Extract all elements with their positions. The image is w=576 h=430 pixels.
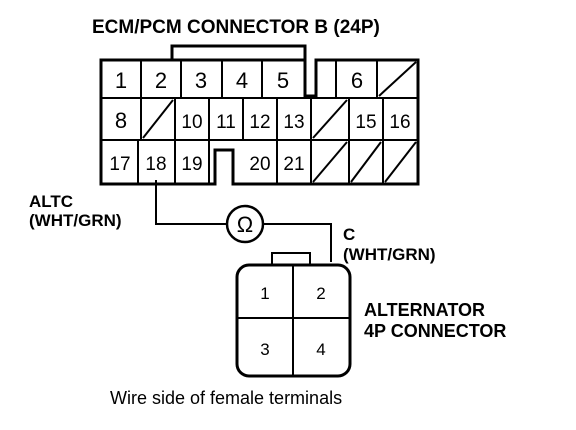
- ecm-pin-6: 6: [351, 68, 363, 93]
- ohm-symbol: Ω: [237, 212, 253, 237]
- c-wire-color: (WHT/GRN): [343, 245, 436, 264]
- ecm-pin-19: 19: [181, 154, 202, 175]
- ecm-pin-15: 15: [355, 112, 376, 133]
- altc-wire-name: ALTC: [29, 192, 73, 211]
- ecm-pin-12: 12: [249, 112, 270, 133]
- altc-wire-color: (WHT/GRN): [29, 211, 122, 230]
- ecm-pin-10: 10: [181, 112, 202, 133]
- ecm-connector: 1 2 3 4 5 6 8 10 11 12 13 15 16 17 18 19…: [99, 44, 420, 186]
- alt-pin-1: 1: [260, 284, 269, 303]
- alt-pin-3: 3: [260, 340, 269, 359]
- footer-caption: Wire side of female terminals: [110, 388, 342, 408]
- ecm-pin-2: 2: [155, 68, 167, 93]
- alt-pin-4: 4: [316, 340, 325, 359]
- ecm-pin-1: 1: [115, 68, 127, 93]
- ecm-pin-17: 17: [109, 154, 130, 175]
- ecm-pin-18: 18: [145, 154, 166, 175]
- ecm-pin-16: 16: [389, 112, 410, 133]
- alt-pin-2: 2: [316, 284, 325, 303]
- test-wiring: [155, 180, 332, 262]
- ohmmeter-icon: Ω: [225, 204, 265, 244]
- ecm-pin-20: 20: [249, 154, 270, 175]
- ecm-pin-4: 4: [236, 68, 248, 93]
- empty-cavity-marks: [142, 61, 417, 183]
- ecm-pin-8: 8: [115, 108, 127, 133]
- alternator-label-line2: 4P CONNECTOR: [364, 321, 506, 341]
- alternator-connector: 1 2 3 4: [235, 252, 352, 378]
- ecm-connector-title: ECM/PCM CONNECTOR B (24P): [92, 17, 380, 38]
- ecm-pin-13: 13: [283, 112, 304, 133]
- c-wire-name: C: [343, 225, 355, 244]
- ecm-pin-5: 5: [277, 68, 289, 93]
- ecm-pin-21: 21: [283, 154, 304, 175]
- ecm-pin-3: 3: [195, 68, 207, 93]
- ecm-pin-11: 11: [216, 112, 236, 133]
- alternator-label-line1: ALTERNATOR: [364, 300, 485, 320]
